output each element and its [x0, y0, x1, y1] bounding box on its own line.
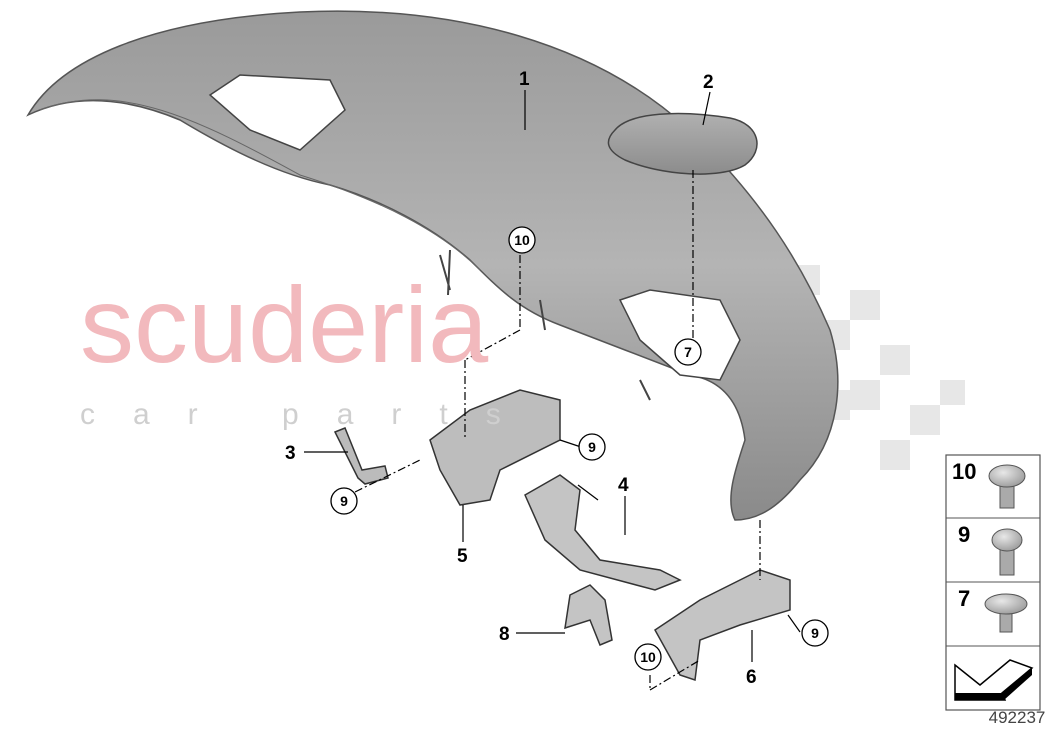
callout-3: 3	[285, 443, 296, 464]
direction-arrow-icon	[954, 659, 1034, 701]
svg-text:7: 7	[684, 344, 692, 360]
callout-4: 4	[618, 475, 629, 496]
circled-callout-7: 7	[674, 338, 702, 366]
legend-item-9: 9	[958, 522, 1023, 576]
axis-lines	[354, 170, 761, 691]
circled-callout-9: 9	[578, 433, 606, 461]
legend-item-10: 10	[952, 459, 1026, 509]
circled-callout-9: 9	[801, 619, 829, 647]
watermark-sub: car parts	[80, 398, 539, 431]
figure-number: 492237	[989, 708, 1046, 727]
svg-text:9: 9	[811, 625, 819, 641]
callout-5: 5	[457, 546, 468, 567]
clip-8	[564, 584, 613, 646]
fastener-legend: 10 9 7	[945, 454, 1041, 711]
svg-text:9: 9	[588, 439, 596, 455]
washer-screw-icon	[984, 593, 1028, 633]
flange-screw-icon	[988, 464, 1026, 509]
callout-1: 1	[519, 69, 530, 90]
svg-text:7: 7	[958, 586, 970, 611]
pan-head-screw-icon	[991, 528, 1023, 576]
callout-2: 2	[703, 72, 714, 93]
svg-text:9: 9	[340, 493, 348, 509]
callout-8: 8	[499, 624, 510, 645]
circled-callout-10: 10	[508, 226, 536, 254]
bracket-6	[654, 569, 791, 682]
svg-text:10: 10	[640, 649, 656, 665]
bracket-5	[429, 389, 561, 506]
callout-6: 6	[746, 667, 757, 688]
circled-callout-9: 9	[330, 487, 358, 515]
circled-callout-10: 10	[634, 643, 662, 671]
leader-lines	[304, 90, 801, 662]
svg-text:10: 10	[514, 232, 530, 248]
bracket-4	[524, 474, 682, 591]
svg-text:10: 10	[952, 459, 976, 484]
watermark-brand: scuderia	[80, 264, 489, 385]
svg-text:9: 9	[958, 522, 970, 547]
stud-3	[333, 427, 389, 485]
cover-cap	[607, 112, 758, 175]
legend-item-7: 7	[958, 586, 1028, 633]
